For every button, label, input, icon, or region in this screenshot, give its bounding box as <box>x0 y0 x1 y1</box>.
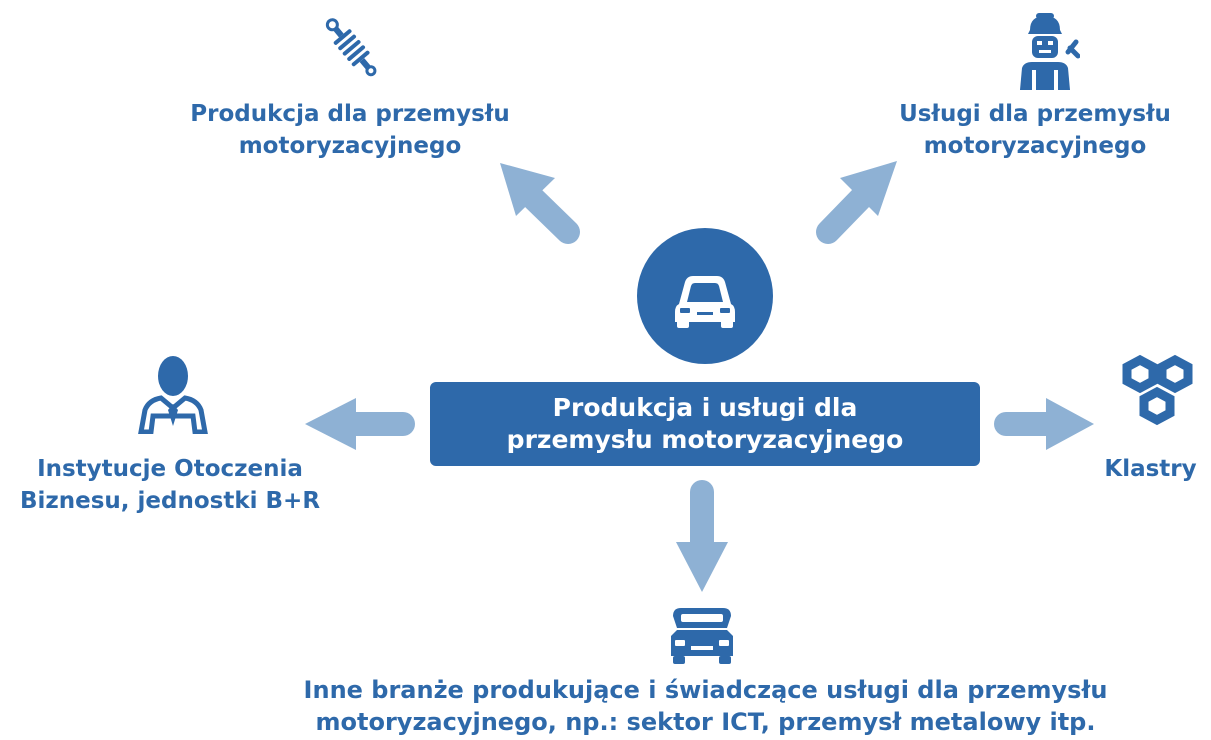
node-services-line1: Usługi dla przemysłu <box>899 101 1171 127</box>
central-box: Produkcja i usługi dla przemysłu motoryz… <box>430 382 980 466</box>
node-institutions-line2: Biznesu, jednostki B+R <box>19 488 321 514</box>
central-title-line2: przemysłu motoryzacyjnego <box>506 425 904 454</box>
node-other-industries: Inne branże produkujące i świadczące usł… <box>200 674 1211 738</box>
arrow-to-production <box>500 163 580 244</box>
businessman-icon <box>138 356 208 434</box>
arrow-to-clusters <box>994 398 1094 450</box>
shock-absorber-icon <box>325 18 377 77</box>
node-institutions-line1: Instytucje Otoczenia <box>37 456 303 482</box>
node-services: Usługi dla przemysłu motoryzacyjnego <box>865 98 1205 162</box>
node-other-industries-line1: Inne branże produkujące i świadczące usł… <box>303 676 1108 704</box>
node-production-line2: motoryzacyjnego <box>238 133 462 159</box>
cluster-hexagons-icon <box>1122 354 1193 426</box>
arrow-to-other-industries <box>676 480 728 592</box>
node-other-industries-line2: motoryzacyjnego, np.: sektor ICT, przemy… <box>315 708 1096 736</box>
node-clusters-line1: Klastry <box>1104 456 1197 482</box>
arrow-to-services <box>816 161 897 244</box>
node-production: Produkcja dla przemysłu motoryzacyjnego <box>170 98 530 162</box>
node-services-line2: motoryzacyjnego <box>923 133 1147 159</box>
arrow-to-institutions <box>305 398 415 450</box>
car-open-hood-icon <box>671 608 733 664</box>
node-clusters: Klastry <box>1090 453 1211 485</box>
node-production-line1: Produkcja dla przemysłu <box>190 101 510 127</box>
car-icon <box>637 228 773 364</box>
node-institutions: Instytucje Otoczenia Biznesu, jednostki … <box>0 453 340 517</box>
mechanic-icon <box>1020 13 1080 90</box>
central-title-line1: Produkcja i usługi dla <box>552 393 858 422</box>
